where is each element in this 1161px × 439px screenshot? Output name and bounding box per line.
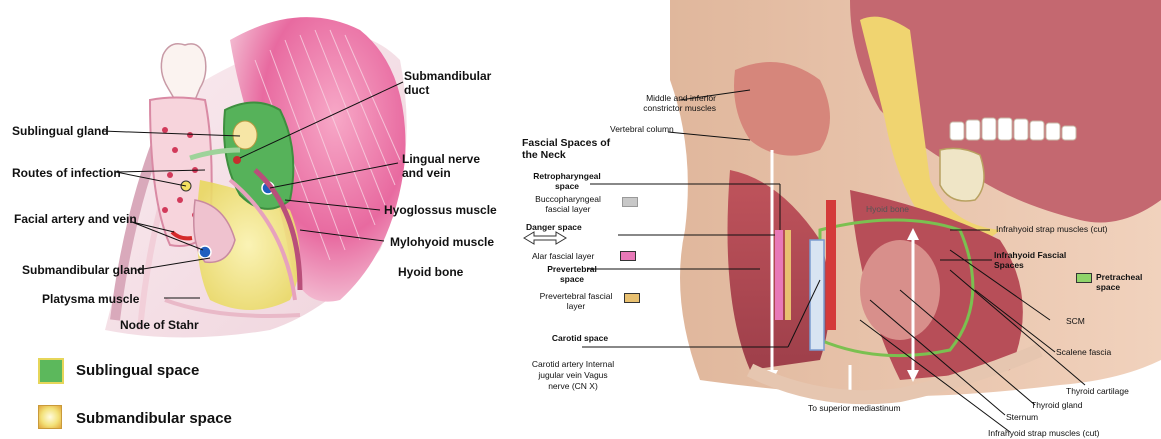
label-infrahyoid-strap-bottom: Infrahyoid strap muscles (cut) xyxy=(988,428,1099,438)
label-submandibular-duct: Submandibular duct xyxy=(404,69,514,97)
swatch-prevertebral xyxy=(624,293,640,303)
internal-jugular-vein xyxy=(810,240,824,350)
label-lingual-nerve-vein: Lingual nerve and vein xyxy=(402,152,492,180)
label-carotid-contents: Carotid artery Internal jugular vein Vag… xyxy=(528,359,618,392)
swatch-alar xyxy=(620,251,636,261)
label-middle-inferior-constrictor: Middle and inferior constrictor muscles xyxy=(606,93,716,113)
legend-swatch-sublingual xyxy=(38,358,64,384)
label-hyoid-bone-right: Hyoid bone xyxy=(866,204,909,214)
mandible-section xyxy=(940,148,984,201)
label-alar-layer: Alar fascial layer xyxy=(532,251,594,261)
label-thyroid-gland: Thyroid gland xyxy=(1031,400,1083,410)
label-buccopharyngeal-layer: Buccopharyngeal fascial layer xyxy=(526,194,610,214)
swatch-buccopharyngeal xyxy=(622,197,638,207)
label-mylohyoid: Mylohyoid muscle xyxy=(390,235,494,249)
label-node-of-stahr: Node of Stahr xyxy=(120,318,199,332)
label-infrahyoid-strap-top: Infrahyoid strap muscles (cut) xyxy=(996,224,1107,234)
label-infrahyoid-fascial-spaces: Infrahyoid Fascial Spaces xyxy=(994,250,1084,270)
label-scm: SCM xyxy=(1066,316,1085,326)
legend-label-submandibular: Submandibular space xyxy=(76,410,232,427)
label-prevertebral-layer: Prevertebral fascial layer xyxy=(536,291,616,311)
label-prevertebral-space: Prevertebral space xyxy=(536,264,608,284)
artery-dot xyxy=(233,156,241,164)
label-scalene-fascia: Scalene fascia xyxy=(1056,347,1111,357)
label-hyoglossus: Hyoglossus muscle xyxy=(384,203,497,217)
prevertebral-band xyxy=(785,230,791,320)
label-routes-of-infection: Routes of infection xyxy=(12,166,121,180)
right-panel-neck-fascial-spaces: Middle and inferior constrictor muscles … xyxy=(520,0,1161,439)
swatch-pretracheal xyxy=(1076,273,1092,283)
label-vertebral-column: Vertebral column xyxy=(610,124,674,134)
label-to-superior-mediastinum: To superior mediastinum xyxy=(808,403,901,413)
label-platysma: Platysma muscle xyxy=(42,292,139,306)
label-hyoid-bone: Hyoid bone xyxy=(398,265,463,279)
label-retropharyngeal-space: Retropharyngeal space xyxy=(524,171,610,191)
title-fascial-spaces: Fascial Spaces of the Neck xyxy=(522,137,612,161)
label-carotid-space: Carotid space xyxy=(550,333,610,343)
carotid-artery xyxy=(826,200,836,330)
label-sternum: Sternum xyxy=(1006,412,1038,422)
label-submandibular-gland: Submandibular gland xyxy=(22,263,145,277)
label-facial-artery-vein: Facial artery and vein xyxy=(14,212,137,226)
label-danger-space: Danger space xyxy=(526,222,582,232)
left-panel-submandibular-diagram: Submandibular duct Sublingual gland Rout… xyxy=(0,0,520,439)
label-pretracheal-space: Pretracheal space xyxy=(1096,272,1146,292)
label-thyroid-cartilage: Thyroid cartilage xyxy=(1066,386,1129,396)
sublingual-gland xyxy=(233,121,257,149)
facial-vein-dot xyxy=(199,246,211,258)
label-sublingual-gland: Sublingual gland xyxy=(12,124,109,138)
tooth xyxy=(161,44,205,100)
alar-band xyxy=(775,230,783,320)
danger-space-arrow xyxy=(524,232,566,244)
legend-swatch-submandibular xyxy=(38,405,62,429)
legend-label-sublingual: Sublingual space xyxy=(76,362,199,379)
